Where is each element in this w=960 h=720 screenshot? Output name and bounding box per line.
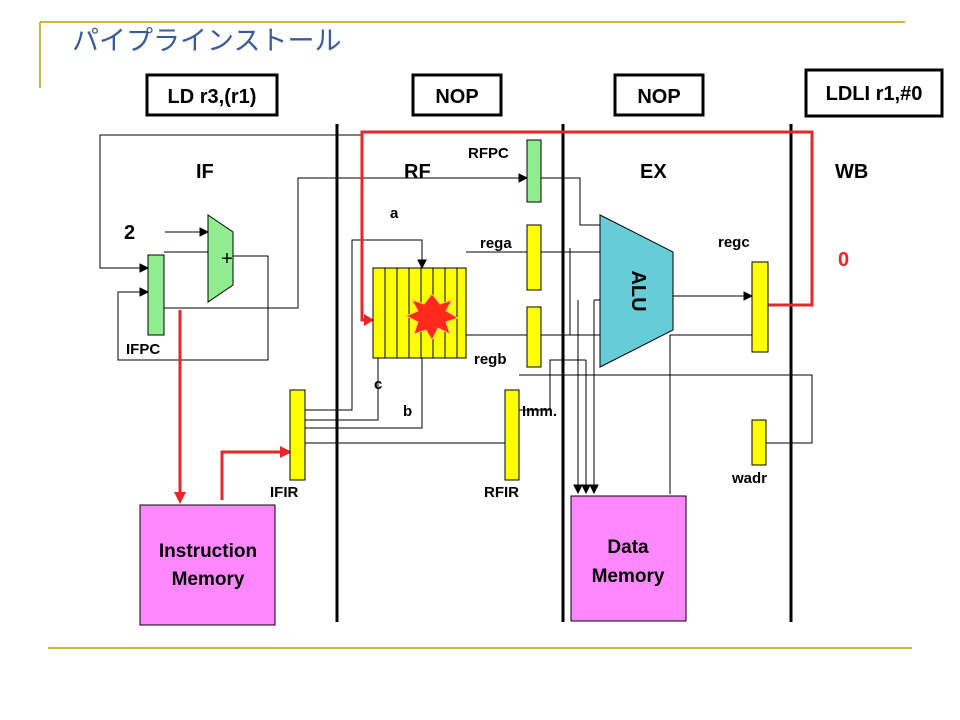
writeback-value: 0 [838, 249, 849, 271]
wire-branch-feedback [99, 134, 362, 269]
wire-ir-to-port-b [305, 358, 423, 429]
instruction-box-wb [804, 68, 944, 118]
arrow-stall-path [364, 314, 374, 326]
rfir-label: RFIR [484, 484, 519, 501]
instruction-if: LD r3,(r1) [168, 86, 257, 108]
instruction-memory [139, 504, 276, 626]
port-a-label: a [390, 205, 399, 222]
ifpc-register [147, 254, 165, 336]
wire-dmem-to-regc [669, 334, 752, 494]
instruction-labels: LD r3,(r1) NOP NOP LDLI r1,#0 [145, 68, 944, 118]
adder-symbol: + [221, 248, 233, 270]
rega-register [526, 224, 542, 291]
increment-value: 2 [124, 222, 135, 244]
hazard-burst-icon [404, 293, 460, 342]
stage-wb: WB [835, 161, 868, 183]
instruction-memory-line1: Instruction [159, 541, 257, 562]
ifir-label: IFIR [270, 484, 298, 501]
rfpc-label: RFPC [468, 145, 509, 162]
slide-title: パイプラインストール [72, 26, 341, 57]
arrow-feedback [139, 287, 150, 297]
arrow-rfpc [518, 173, 529, 183]
stage-boundaries [335, 124, 793, 622]
wire-rfir-to-wadr [519, 374, 813, 444]
arrow-regc [743, 291, 754, 301]
imm-label: Imm. [522, 403, 557, 420]
port-c-label: c [374, 376, 382, 393]
arrow-adder [199, 227, 210, 237]
regb-label: regb [474, 351, 507, 368]
regb-register [526, 306, 542, 368]
stall-writeback-path [360, 130, 814, 322]
wire-rfir-imm [519, 359, 586, 411]
arrow-port-a [417, 259, 427, 270]
arrow-pc-to-imem [174, 492, 186, 504]
highlight-paths [178, 130, 814, 500]
instruction-memory-to-ifir [220, 450, 290, 500]
wire-ir-to-port-a [305, 239, 423, 411]
arrow-dmem-1 [573, 484, 583, 495]
instruction-box-if [145, 73, 279, 117]
data-memory [570, 495, 687, 622]
wire-ir-to-port-c [305, 358, 379, 421]
rega-label: rega [480, 235, 512, 252]
instruction-box-ex [613, 73, 705, 117]
instruction-box-rf [411, 73, 503, 117]
stage-if: IF [196, 161, 214, 183]
wire-pc-to-rfpc [164, 177, 527, 309]
ifir-register [289, 389, 306, 481]
wadr-label: wadr [731, 470, 767, 487]
wadr-register [751, 419, 767, 466]
ifpc-label: IFPC [126, 341, 160, 358]
port-b-label: b [403, 403, 412, 420]
arrow-imem-to-ifir [280, 446, 292, 458]
instruction-rf: NOP [435, 86, 478, 108]
arrow-dmem-2 [581, 484, 591, 495]
alu-unit [599, 214, 674, 368]
wire-rfpc-to-alu [541, 177, 612, 226]
adder-unit [207, 214, 234, 303]
instruction-memory-line2: Memory [172, 569, 245, 590]
rfpc-register [526, 139, 542, 203]
arrow-dmem-3 [589, 484, 599, 495]
arrow-branch [139, 263, 150, 273]
stage-rf: RF [404, 161, 431, 183]
slide-frame [39, 21, 912, 649]
regc-register [751, 261, 769, 353]
data-memory-line1: Data [607, 537, 649, 558]
stage-ex: EX [640, 161, 667, 183]
rfir-register [504, 389, 520, 481]
regc-label: regc [718, 234, 750, 251]
instruction-ex: NOP [637, 86, 680, 108]
data-memory-line2: Memory [592, 566, 665, 587]
instruction-wb: LDLI r1,#0 [826, 83, 923, 105]
alu-label: ALU [627, 270, 649, 311]
wire-adder-feedback [117, 255, 269, 361]
